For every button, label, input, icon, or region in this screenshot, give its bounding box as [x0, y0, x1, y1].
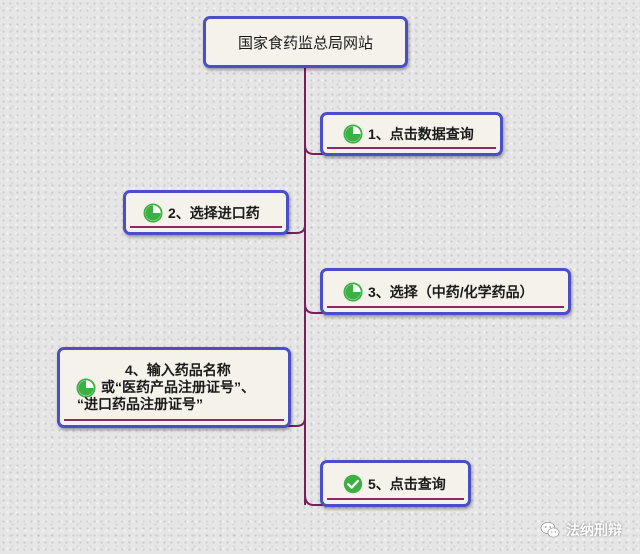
step-5-label: 5、点击查询 [368, 475, 446, 492]
pie-progress-icon [343, 281, 363, 302]
watermark: 法纳刑辩 [540, 520, 622, 540]
watermark-text: 法纳刑辩 [566, 522, 622, 538]
check-circle-icon [343, 474, 363, 493]
pie-progress-icon [76, 377, 96, 398]
wechat-icon [540, 522, 560, 538]
pie-progress-icon [143, 202, 163, 223]
step-1-label: 1、点击数据查询 [368, 126, 474, 142]
step-5-node: 5、点击查询 [320, 460, 471, 507]
step-2-node: 2、选择进口药 [123, 190, 289, 235]
step-2-label: 2、选择进口药 [168, 204, 260, 221]
step-4-line-2: 或“医药产品注册证号”、 [101, 379, 255, 395]
root-label: 国家食药监总局网站 [237, 34, 373, 52]
step-3-node: 3、选择（中药/化学药品） [320, 268, 571, 315]
step-4-line-3: “进口药品注册证号” [77, 396, 203, 412]
root-node: 国家食药监总局网站 [203, 16, 408, 68]
step-3-label: 3、选择（中药/化学药品） [368, 283, 534, 300]
step-1-node: 1、点击数据查询 [320, 112, 503, 156]
step-4-line-1: 4、输入药品名称 [125, 362, 231, 378]
step-4-text: 4、输入药品名称 或“医药产品注册证号”、 “进口药品注册证号” [77, 362, 255, 413]
pie-progress-icon [343, 124, 363, 144]
step-4-node: 4、输入药品名称 或“医药产品注册证号”、 “进口药品注册证号” [57, 347, 291, 428]
